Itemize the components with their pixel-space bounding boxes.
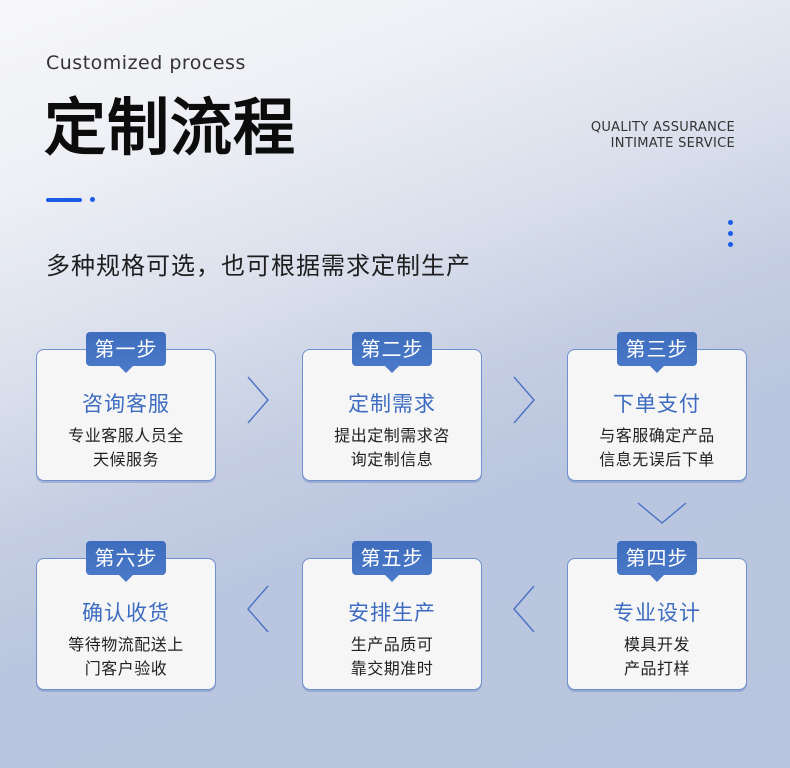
step-description: 专业客服人员全 天候服务 bbox=[37, 424, 215, 472]
step-badge: 第二步 bbox=[352, 332, 432, 373]
step-description: 模具开发 产品打样 bbox=[568, 633, 746, 681]
step-desc-line: 天候服务 bbox=[92, 450, 159, 469]
step-desc-line: 模具开发 bbox=[623, 635, 690, 654]
step-card-2: 第二步 定制需求 提出定制需求咨 询定制信息 bbox=[302, 332, 482, 481]
step-badge: 第三步 bbox=[617, 332, 697, 373]
step-description: 生产品质可 靠交期准时 bbox=[303, 633, 481, 681]
chevron-right-icon bbox=[512, 375, 536, 425]
subtitle-english: Customized process bbox=[46, 52, 246, 74]
tagline-line-1: QUALITY ASSURANCE bbox=[590, 120, 735, 135]
step-badge: 第五步 bbox=[352, 541, 432, 582]
step-desc-line: 信息无误后下单 bbox=[599, 450, 715, 469]
step-desc-line: 与客服确定产品 bbox=[599, 426, 715, 445]
chevron-right-icon bbox=[246, 375, 270, 425]
step-title: 安排生产 bbox=[348, 601, 436, 625]
step-badge: 第一步 bbox=[86, 332, 166, 373]
step-badge: 第四步 bbox=[617, 541, 697, 582]
step-description: 等待物流配送上 门客户验收 bbox=[37, 633, 215, 681]
step-title: 定制需求 bbox=[348, 392, 436, 416]
step-title: 专业设计 bbox=[613, 601, 701, 625]
step-title: 确认收货 bbox=[82, 601, 170, 625]
intro-text: 多种规格可选，也可根据需求定制生产 bbox=[46, 252, 471, 280]
accent-line bbox=[46, 198, 82, 202]
step-card-1: 第一步 咨询客服 专业客服人员全 天候服务 bbox=[36, 332, 216, 481]
chevron-down-icon bbox=[636, 501, 688, 525]
step-title: 下单支付 bbox=[613, 392, 701, 416]
step-desc-line: 等待物流配送上 bbox=[68, 635, 184, 654]
chevron-left-icon bbox=[512, 584, 536, 634]
step-desc-line: 询定制信息 bbox=[350, 450, 434, 469]
step-card-4: 第四步 专业设计 模具开发 产品打样 bbox=[567, 541, 747, 690]
step-card-6: 第六步 确认收货 等待物流配送上 门客户验收 bbox=[36, 541, 216, 690]
step-desc-line: 专业客服人员全 bbox=[68, 426, 184, 445]
step-desc-line: 生产品质可 bbox=[350, 635, 434, 654]
tagline: QUALITY ASSURANCE INTIMATE SERVICE bbox=[591, 120, 735, 152]
step-description: 与客服确定产品 信息无误后下单 bbox=[568, 424, 746, 472]
accent-dot bbox=[90, 197, 95, 202]
step-description: 提出定制需求咨 询定制信息 bbox=[303, 424, 481, 472]
tagline-line-2: INTIMATE SERVICE bbox=[610, 136, 735, 151]
step-desc-line: 靠交期准时 bbox=[350, 659, 434, 678]
page-title: 定制流程 bbox=[44, 91, 297, 164]
step-title: 咨询客服 bbox=[82, 392, 170, 416]
step-card-3: 第三步 下单支付 与客服确定产品 信息无误后下单 bbox=[567, 332, 747, 481]
step-desc-line: 提出定制需求咨 bbox=[334, 426, 450, 445]
vertical-dots-icon bbox=[728, 220, 734, 253]
chevron-left-icon bbox=[246, 584, 270, 634]
step-desc-line: 门客户验收 bbox=[84, 659, 168, 678]
step-card-5: 第五步 安排生产 生产品质可 靠交期准时 bbox=[302, 541, 482, 690]
step-desc-line: 产品打样 bbox=[623, 659, 690, 678]
step-badge: 第六步 bbox=[86, 541, 166, 582]
